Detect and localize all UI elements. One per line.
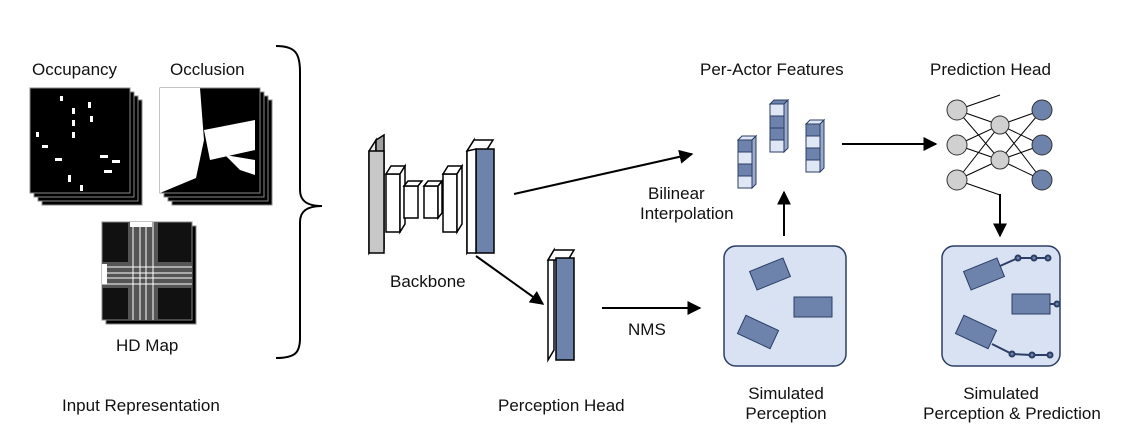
backbone-label: Backbone — [390, 272, 466, 291]
occlusion-stack — [159, 87, 273, 206]
occupancy-stack — [29, 87, 143, 206]
hd-map-label: HD Map — [116, 336, 179, 355]
simulated-perception-line2: Perception — [745, 404, 827, 423]
arrow-icon — [475, 137, 1007, 315]
occupancy-label: Occupancy — [32, 60, 118, 79]
prediction-head-label: Prediction Head — [930, 60, 1051, 79]
interpolation-label: Interpolation — [640, 204, 734, 223]
hd-map — [101, 221, 197, 325]
simulated-perception-panel — [723, 245, 847, 367]
occlusion-label: Occlusion — [170, 60, 245, 79]
brace-icon — [275, 45, 323, 359]
simulated-pp-line1: Simulated — [963, 384, 1039, 403]
bilinear-label: Bilinear — [648, 184, 705, 203]
input-representation-label: Input Representation — [62, 396, 220, 415]
per-actor-features-label: Per-Actor Features — [700, 60, 844, 79]
simulated-perception-line1: Simulated — [748, 384, 824, 403]
simulated-pp-line2: Perception & Prediction — [923, 404, 1101, 423]
nms-label: NMS — [628, 320, 666, 339]
neural-net-icon — [946, 94, 1053, 196]
backbone-network — [368, 133, 495, 256]
perception-head-block — [546, 247, 576, 363]
perception-head-label: Perception Head — [498, 396, 625, 415]
feature-column-icon — [736, 98, 826, 190]
simulated-prediction-panel — [941, 245, 1061, 367]
